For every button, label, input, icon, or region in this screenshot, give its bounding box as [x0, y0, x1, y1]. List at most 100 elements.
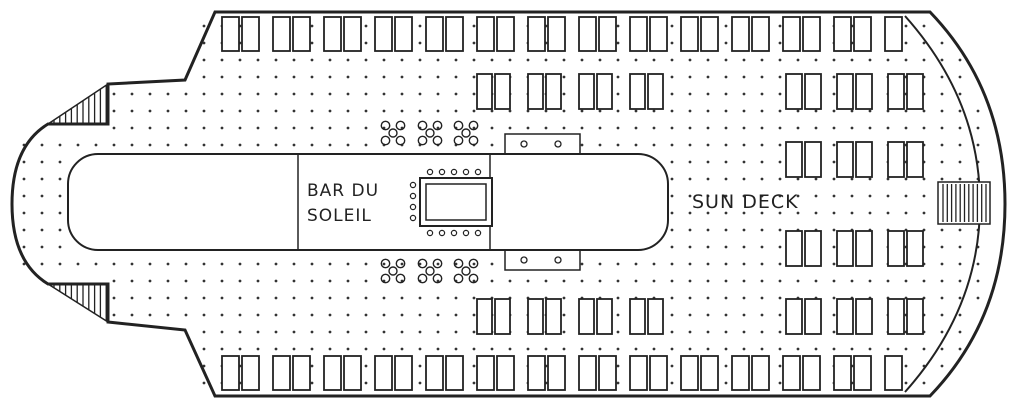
deck-dot — [886, 279, 890, 283]
deck-dot — [580, 279, 584, 283]
round-table — [461, 128, 471, 138]
deck-chair — [374, 16, 393, 52]
deck-dot — [850, 58, 854, 62]
deck-dot — [634, 109, 638, 113]
deck-dot — [256, 143, 260, 147]
deck-dot — [616, 41, 620, 45]
deck-dot — [688, 58, 692, 62]
deck-dot — [958, 296, 962, 300]
deck-dot — [292, 262, 296, 266]
deck-dot — [292, 347, 296, 351]
deck-dot — [292, 92, 296, 96]
deck-chair — [782, 16, 801, 52]
deck-dot — [130, 92, 134, 96]
deck-dot — [616, 279, 620, 283]
deck-dot — [616, 143, 620, 147]
deck-dot — [418, 41, 422, 45]
deck-dot — [922, 211, 926, 215]
deck-dot — [418, 347, 422, 351]
deck-dot — [724, 58, 728, 62]
deck-dot — [472, 92, 476, 96]
ship-hull-outline — [10, 10, 1007, 398]
deck-dot — [832, 228, 836, 232]
deck-dot — [724, 177, 728, 181]
deck-dot — [238, 75, 242, 79]
deck-chair — [578, 73, 595, 110]
deck-dot — [256, 92, 260, 96]
deck-dot — [796, 279, 800, 283]
deck-chair — [751, 16, 770, 52]
chair — [432, 273, 443, 284]
deck-dot — [778, 24, 782, 28]
deck-dot — [922, 24, 926, 28]
deck-dot — [562, 92, 566, 96]
deck-dot — [940, 177, 944, 181]
deck-dot — [328, 75, 332, 79]
deck-dot — [310, 313, 314, 317]
deck-dot — [346, 58, 350, 62]
deck-dot — [238, 109, 242, 113]
round-table — [461, 266, 471, 276]
deck-dot — [454, 58, 458, 62]
deck-chair — [887, 141, 905, 178]
deck-dot — [436, 330, 440, 334]
deck-dot — [940, 262, 944, 266]
deck-dot — [760, 228, 764, 232]
deck-dot — [454, 313, 458, 317]
deck-dot — [364, 109, 368, 113]
deck-dot — [850, 109, 854, 113]
deck-chair — [545, 73, 562, 110]
deck-dot — [940, 41, 944, 45]
deck-dot — [562, 313, 566, 317]
bar-stool — [409, 181, 417, 189]
deck-dot — [598, 262, 602, 266]
deck-dot — [58, 143, 62, 147]
sun-deck-label: SUN DECK — [692, 191, 799, 213]
deck-dot — [850, 194, 854, 198]
deck-dot — [670, 194, 674, 198]
deck-chair — [836, 73, 854, 110]
deck-chair — [476, 298, 493, 335]
deck-dot — [580, 126, 584, 130]
deck-dot — [472, 313, 476, 317]
deck-dot — [580, 347, 584, 351]
deck-dot — [778, 126, 782, 130]
deck-dot — [166, 279, 170, 283]
deck-dot — [202, 109, 206, 113]
deck-dot — [292, 313, 296, 317]
bar-stool — [409, 192, 417, 200]
deck-dot — [328, 347, 332, 351]
deck-dot — [202, 330, 206, 334]
deck-dot — [364, 330, 368, 334]
chair — [453, 273, 464, 284]
deck-dot — [724, 347, 728, 351]
deck-dot — [562, 126, 566, 130]
deck-dot — [922, 279, 926, 283]
deck-dot — [40, 262, 44, 266]
deck-dot — [292, 58, 296, 62]
deck-dot — [472, 109, 476, 113]
deck-chair — [547, 16, 566, 52]
deck-dot — [58, 160, 62, 164]
deck-dot — [202, 58, 206, 62]
deck-dot — [634, 279, 638, 283]
deck-dot — [796, 58, 800, 62]
deck-dot — [634, 262, 638, 266]
deck-dot — [346, 109, 350, 113]
deck-dot — [310, 296, 314, 300]
deck-dot — [634, 126, 638, 130]
deck-dot — [760, 92, 764, 96]
deck-chair — [855, 230, 873, 267]
deck-chair — [629, 73, 646, 110]
deck-chair — [855, 73, 873, 110]
deck-dot — [706, 194, 710, 198]
deck-dot — [868, 58, 872, 62]
deck-dot — [472, 126, 476, 130]
chair — [417, 135, 428, 146]
deck-dot — [76, 143, 80, 147]
deck-dot — [454, 330, 458, 334]
deck-dot — [652, 126, 656, 130]
deck-dot — [184, 279, 188, 283]
deck-dot — [418, 262, 422, 266]
deck-chair — [887, 73, 905, 110]
